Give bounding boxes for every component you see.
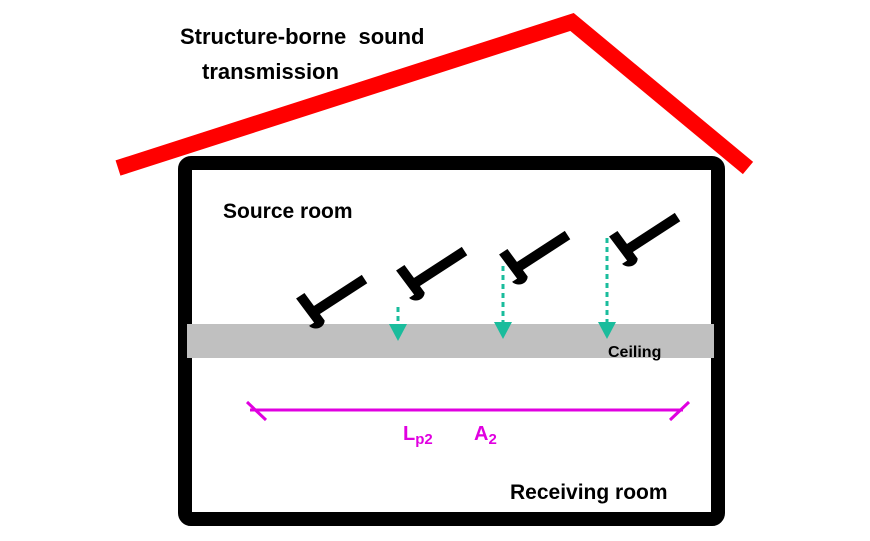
level-symbol-sub: p2 xyxy=(415,431,433,448)
tapping-hammer-icon xyxy=(396,246,468,301)
house-outline xyxy=(178,156,725,526)
receiving-room-label: Receiving room xyxy=(510,481,668,504)
ceiling-slab xyxy=(187,324,714,358)
sound-pressure-level-symbol: Lp2 xyxy=(403,423,433,448)
impact-arrow-icon xyxy=(598,238,616,339)
title-line-1: Structure-borne sound xyxy=(180,24,424,49)
dimension-line xyxy=(245,400,691,422)
impact-arrow-icon xyxy=(389,307,407,341)
roof-line xyxy=(115,13,754,176)
tapping-hammer-icon xyxy=(609,212,681,267)
tapping-hammer-icon xyxy=(499,230,571,285)
source-room-label: Source room xyxy=(223,200,353,223)
ceiling-label: Ceiling xyxy=(608,344,661,361)
title-line-2: transmission xyxy=(202,59,339,84)
absorption-symbol-main: A xyxy=(474,423,488,445)
impact-arrow-icon xyxy=(494,266,512,339)
level-symbol-main: L xyxy=(403,423,415,445)
absorption-symbol-sub: 2 xyxy=(488,431,496,448)
tapping-hammer-icon xyxy=(296,274,368,329)
absorption-area-symbol: A2 xyxy=(474,423,497,448)
